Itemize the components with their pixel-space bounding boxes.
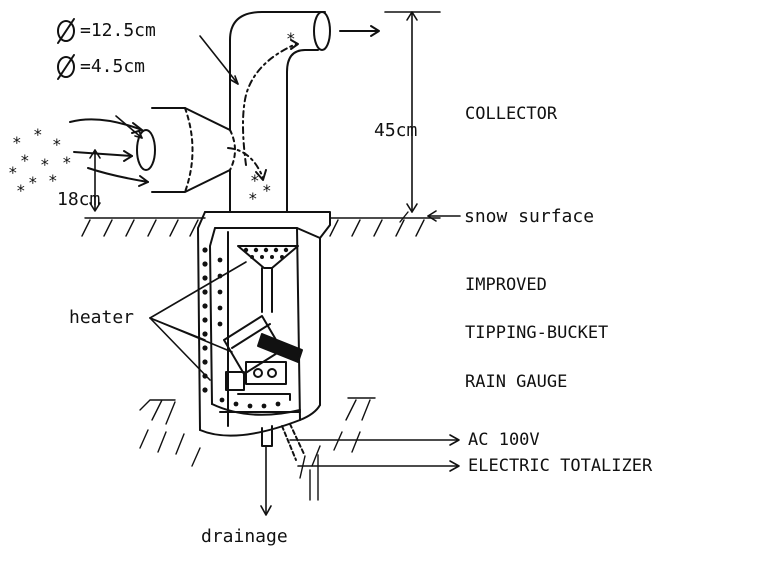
- dimensions: [89, 11, 461, 222]
- snowflake: *: [286, 29, 296, 48]
- flow-arrowhead: [255, 169, 267, 181]
- snowflake: *: [12, 133, 22, 152]
- flow-arrows: [227, 25, 380, 181]
- label-heater: heater: [69, 307, 135, 328]
- snowflake: *: [16, 181, 26, 200]
- inlet-inner-curve: [184, 107, 194, 193]
- leader-4-5: [115, 115, 143, 139]
- gauge-body: [197, 211, 331, 461]
- heater-leaders: [149, 261, 247, 381]
- bucket-lever: [257, 333, 303, 363]
- gauge-top-inner: [214, 227, 321, 239]
- label-improved: IMPROVED: [465, 275, 547, 295]
- heater-coil: [202, 247, 281, 409]
- label-ac: AC 100V: [468, 430, 540, 450]
- snowflake: *: [33, 125, 43, 144]
- label-drainage: drainage: [201, 526, 288, 547]
- switch-dot: [267, 368, 277, 378]
- snowflake: *: [48, 171, 58, 190]
- gauge-front-edge: [296, 227, 301, 421]
- gauge-base: [199, 404, 321, 437]
- label-snow-surface: snow surface: [464, 206, 595, 227]
- phi-symbols: [57, 18, 75, 80]
- gauge-left-wall: [197, 211, 206, 431]
- elbow-top: [229, 11, 326, 41]
- elbow-bottom: [286, 49, 319, 73]
- snowflakes-group: * * * * * * * * * * * * * *: [8, 29, 296, 208]
- label-rain-gauge: RAIN GAUGE: [465, 372, 568, 392]
- inflow-arrow-top: [69, 118, 143, 131]
- output-arrows: [260, 434, 460, 516]
- label-inlet-diameter: =4.5cm: [80, 56, 146, 77]
- drain-pipe: [261, 425, 273, 447]
- funnel-heater: [243, 247, 289, 259]
- cable: [281, 423, 305, 461]
- gauge-left-inner: [209, 227, 216, 405]
- bucket-base: [225, 371, 245, 391]
- snowflake: *: [262, 181, 272, 200]
- inlet-ellipse: [136, 129, 156, 171]
- snowflake: *: [20, 151, 30, 170]
- snowflake: *: [28, 173, 38, 192]
- label-tipping-bucket: TIPPING-BUCKET: [465, 323, 609, 343]
- outlet-arrowhead: [370, 25, 380, 37]
- label-pipe-diameter: =12.5cm: [80, 20, 156, 41]
- outlet-ellipse: [313, 11, 331, 51]
- inflow-arrow-mid: [73, 151, 133, 157]
- snowflake: *: [248, 189, 258, 208]
- switch-dot: [253, 368, 263, 378]
- leader-12-5: [199, 35, 239, 85]
- phi-circle: [57, 20, 75, 42]
- flow-path-down: [227, 147, 264, 179]
- snowflake: *: [40, 155, 50, 174]
- label-collector: COLLECTOR: [465, 104, 558, 124]
- snowflake: *: [52, 135, 62, 154]
- label-collector-height: 45cm: [374, 120, 418, 141]
- inflow-arrows: [69, 118, 149, 187]
- bucket-switch: [245, 361, 287, 385]
- label-totalizer: ELECTRIC TOTALIZER: [468, 456, 653, 476]
- label-inlet-height: 18cm: [57, 189, 101, 210]
- inlet-inner-curve2: [229, 129, 236, 171]
- inflow-arrow-bottom: [87, 167, 149, 183]
- snow-surface: [81, 211, 441, 501]
- snowflake: *: [8, 163, 18, 182]
- flow-path-up: [242, 43, 297, 166]
- snowflake: *: [62, 153, 72, 172]
- flow-arrowhead: [290, 39, 299, 50]
- collector-pipe: [136, 11, 331, 213]
- gauge-top: [204, 211, 331, 239]
- funnel-spout: [261, 267, 273, 313]
- gauge-base-inner: [211, 403, 301, 416]
- snowflake: *: [250, 171, 260, 190]
- inlet-lower: [151, 169, 231, 193]
- phi-circle: [57, 56, 75, 78]
